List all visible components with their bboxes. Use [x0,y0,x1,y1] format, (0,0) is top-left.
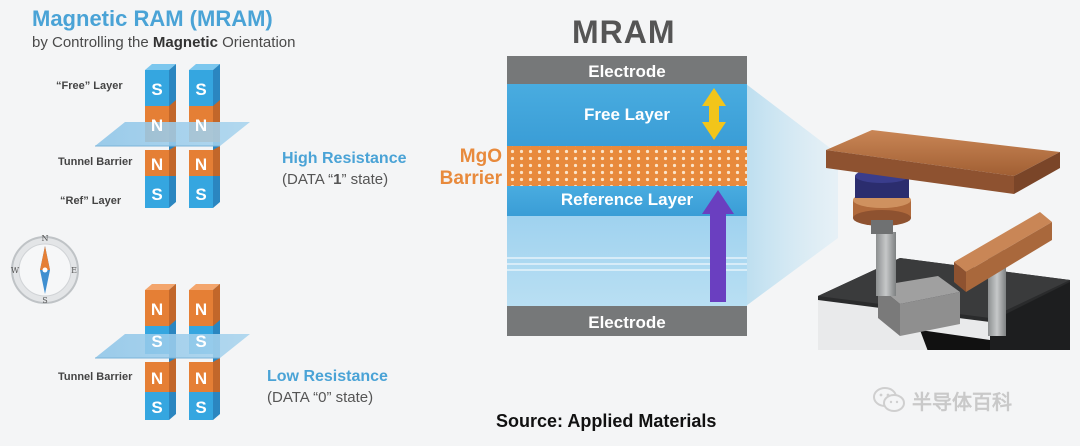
ref-pole-s-low-right [189,392,213,420]
yellow-double-arrow-icon [702,88,726,140]
pole-letter: S [151,332,162,351]
pole-letter: S [195,332,206,351]
subtitle-prefix: by Controlling the [32,34,153,51]
projection-beam [746,84,838,306]
high-state-suffix: ” state) [341,171,389,188]
compass-n: N [42,234,49,243]
free-pole-n-low-right [189,290,213,326]
page-title: Magnetic RAM (MRAM) [32,6,273,31]
high-state-value: 1 [333,171,342,188]
lower-layers [507,216,747,306]
mram-title: MRAM [572,14,676,50]
free-layer [507,84,747,146]
compass-icon: N S E W [11,234,79,305]
pole-letter: S [195,185,206,204]
compass-s: S [42,296,47,305]
low-tunnel-plate [95,334,250,358]
ref-pole-n-low-left [145,362,169,392]
bottom-electrode [507,306,747,336]
free-pole-s-right [189,70,213,106]
ref-pole-n-left [145,150,169,176]
bottom-electrode-label: Electrode [588,313,666,332]
pole-letter: S [195,80,206,99]
page-subtitle: by Controlling the Magnetic Orientation [32,34,295,51]
pole-letter: N [195,116,207,135]
mgo-label: MgO Barrier [420,146,502,190]
top-electrode [507,56,747,84]
ref-layer-label: “Ref” Layer [60,195,122,207]
high-resistance-label: High Resistance [282,150,407,167]
free-pole-n-low-left [145,290,169,326]
watermark-text: 半导体百科 [912,392,1012,414]
compass-e: E [71,266,77,275]
ref-pole-s-right [189,176,213,208]
top-electrode-label: Electrode [588,62,666,81]
low-resistance-state: (DATA “0” state) [267,389,374,406]
pole-letter: N [195,369,207,388]
pole-letter: S [195,398,206,417]
mgo-line1: MgO [459,146,502,167]
mgo-line2: Barrier [439,168,502,189]
low-tunnel-barrier-label: Tunnel Barrier [58,371,133,383]
high-resistance-state: (DATA “1” state) [282,171,388,188]
ref-pole-n-low-right [189,362,213,392]
compass-w: W [11,266,20,275]
pole-letter: N [195,300,207,319]
pole-letter: S [151,185,162,204]
reference-layer-label: Reference Layer [560,190,694,209]
wechat-icon [873,387,905,412]
low-resistance-label: Low Resistance [267,368,388,385]
purple-up-arrow-icon [702,190,734,302]
pole-letter: N [195,155,207,174]
free-layer-label-mram: Free Layer [584,105,670,124]
subtitle-suffix: Orientation [217,34,296,51]
mram-stack [507,56,1070,350]
high-state-prefix: (DATA “ [282,171,334,188]
ref-pole-n-right [189,150,213,176]
pole-letter: S [151,80,162,99]
ref-pole-s-left [145,176,169,208]
pole-letter: N [151,116,163,135]
free-pole-s-left [145,70,169,106]
pole-letter: N [151,300,163,319]
source-caption: Source: Applied Materials [496,411,717,431]
high-stack-left [145,64,176,208]
mram-3d-device [818,130,1070,350]
pole-letter: N [151,369,163,388]
pole-letter: N [151,155,163,174]
high-tunnel-plate [95,122,250,146]
subtitle-bold: Magnetic [152,34,218,51]
ref-pole-s-low-left [145,392,169,420]
magnet-diagrams: S S N N N N S S N N S S N N S S [11,64,250,420]
tunnel-barrier-label: Tunnel Barrier [58,156,133,168]
free-layer-label: “Free” Layer [56,80,123,92]
pole-letter: S [151,398,162,417]
